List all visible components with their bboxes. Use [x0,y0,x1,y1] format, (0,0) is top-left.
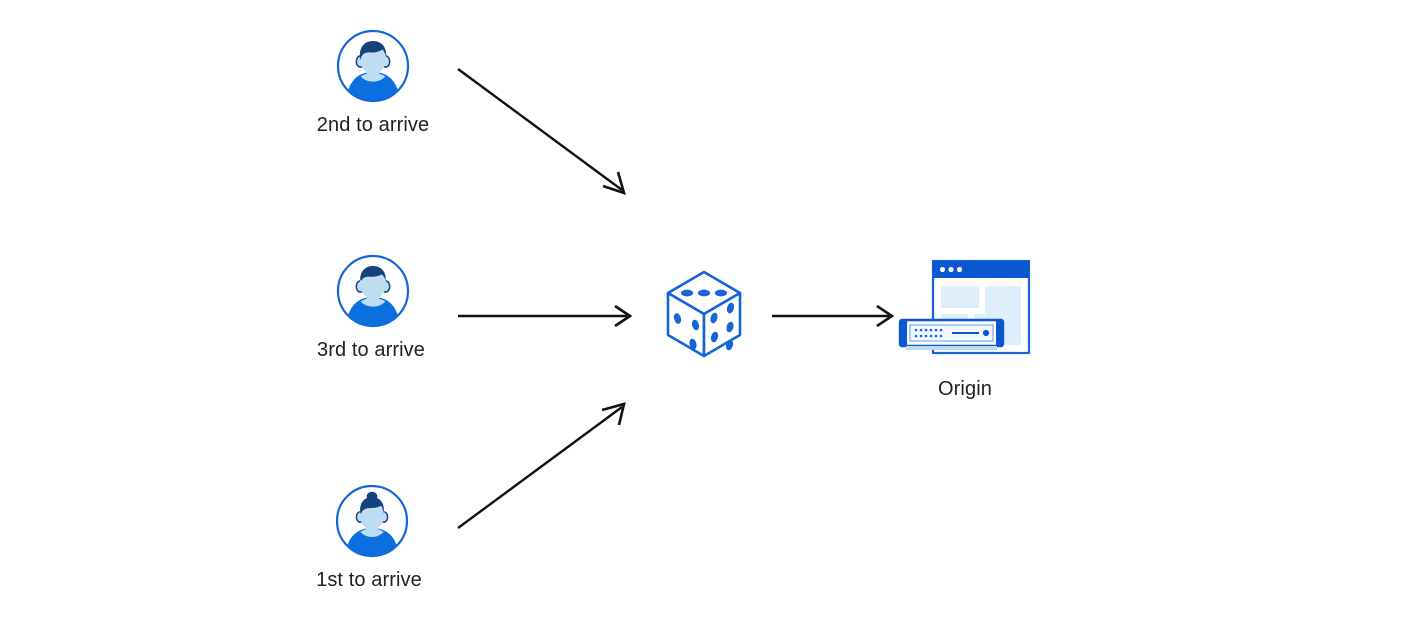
origin-server-browser-icon [896,258,1036,360]
dice-cube-icon [663,268,745,362]
edge-1st-to-dice [457,402,626,529]
node-label-user-3rd: 3rd to arrive [316,339,425,361]
edge-dice-to-origin [772,304,895,328]
edge-3rd-to-dice [458,304,633,328]
user-avatar-icon [335,253,411,329]
user-avatar-icon [334,483,410,559]
node-label-user-1st: 1st to arrive [316,569,422,591]
node-label-user-2nd: 2nd to arrive [316,114,430,136]
server-appliance-icon [898,318,1005,350]
node-dice[interactable] [663,268,745,362]
node-origin[interactable]: Origin [896,258,1036,400]
user-avatar-icon [335,28,411,104]
node-label-origin: Origin [938,378,992,400]
